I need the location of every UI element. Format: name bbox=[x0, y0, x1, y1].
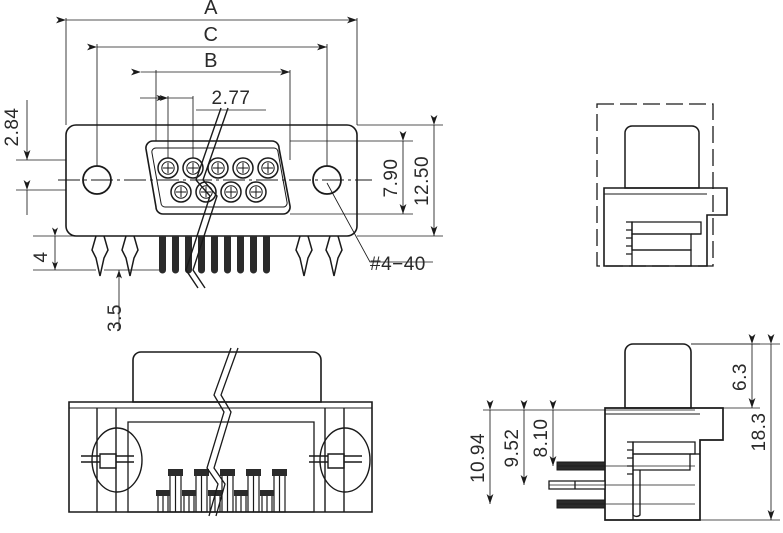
side-dimensions bbox=[483, 334, 780, 521]
end-flange-body bbox=[603, 187, 728, 267]
label-thread-4-40: #4−40 bbox=[370, 254, 426, 275]
rear-break-line bbox=[206, 347, 239, 517]
end-shell-profile bbox=[624, 125, 700, 189]
label-2-84: 2.84 bbox=[2, 108, 23, 147]
label-6-3: 6.3 bbox=[730, 363, 751, 391]
view-box-dashdot bbox=[596, 103, 714, 267]
end-view-boxed bbox=[596, 103, 728, 267]
rear-contact-posts bbox=[156, 469, 287, 513]
thread-leader bbox=[326, 182, 433, 263]
label-18-3: 18.3 bbox=[749, 413, 770, 452]
break-line bbox=[185, 107, 229, 289]
front-flange-outline bbox=[65, 124, 358, 237]
side-internal-cavity bbox=[627, 441, 700, 520]
label-4: 4 bbox=[31, 251, 52, 262]
rear-flange-body bbox=[68, 401, 373, 513]
contact-row-lower bbox=[170, 181, 267, 203]
rear-view bbox=[68, 347, 373, 517]
label-7-90: 7.90 bbox=[381, 159, 402, 198]
label-9-52: 9.52 bbox=[502, 429, 523, 468]
label-2-77: 2.77 bbox=[212, 88, 251, 109]
end-inner-detail bbox=[626, 221, 702, 266]
dshell-outer bbox=[145, 140, 291, 215]
label-10-94: 10.94 bbox=[468, 433, 489, 483]
boardlock-legs bbox=[91, 235, 343, 277]
label-8-10: 8.10 bbox=[531, 419, 552, 458]
side-leads bbox=[548, 461, 606, 509]
dshell-inner bbox=[151, 147, 288, 208]
front-dimensions bbox=[16, 16, 443, 330]
side-body bbox=[604, 407, 724, 521]
side-shell-profile bbox=[624, 343, 692, 409]
label-12-50: 12.50 bbox=[412, 156, 433, 206]
pin-tails bbox=[159, 236, 270, 274]
contact-row-upper bbox=[157, 157, 279, 179]
label-C: C bbox=[204, 24, 219, 46]
rear-inner-recess bbox=[127, 421, 315, 513]
rear-boss-right bbox=[309, 408, 371, 512]
front-view bbox=[58, 107, 372, 289]
dimension-labels: A C B 2.77 2.84 7.90 12.50 4 3.5 #4−40 1… bbox=[2, 0, 770, 483]
rear-shell-profile bbox=[132, 351, 322, 403]
label-B: B bbox=[204, 50, 218, 72]
label-3-5: 3.5 bbox=[105, 304, 126, 332]
side-section-view bbox=[548, 343, 724, 521]
rear-boss-left bbox=[81, 408, 143, 512]
label-A: A bbox=[204, 0, 218, 19]
